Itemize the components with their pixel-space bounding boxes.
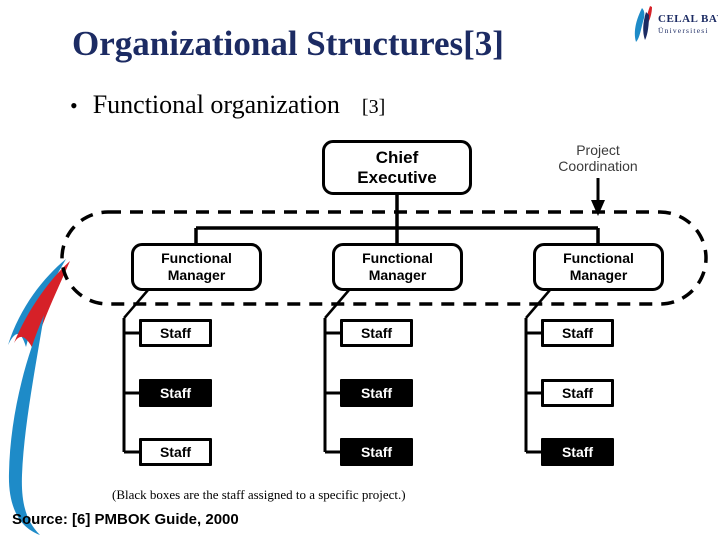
- manager-to-spine-2: [324, 289, 350, 319]
- node-staff-3-1: Staff: [541, 319, 614, 347]
- chief-executive-line1: Chief: [375, 147, 419, 167]
- bullet-list-item: • Functional organization [3]: [70, 90, 385, 122]
- manager-1-line2: Manager: [167, 267, 226, 283]
- university-logo: CELAL BAYAR Üniversitesi: [634, 6, 718, 42]
- staff-label-2-2: Staff: [360, 385, 393, 401]
- staff-label-3-1: Staff: [561, 325, 594, 341]
- staff-label-1-2: Staff: [159, 385, 192, 401]
- staff-label-3-3: Staff: [561, 444, 594, 460]
- staff-label-1-1: Staff: [159, 325, 192, 341]
- manager-2-line1: Functional: [362, 250, 433, 266]
- node-staff-1-1: Staff: [139, 319, 212, 347]
- manager-1-line1: Functional: [161, 250, 232, 266]
- node-chief-executive: Chief Executive: [322, 140, 472, 195]
- bullet-text: Functional organization: [92, 90, 340, 119]
- manager-to-spine-3: [525, 289, 551, 319]
- page-title: Organizational Structures[3]: [72, 24, 504, 63]
- node-staff-2-2: Staff: [340, 379, 413, 407]
- node-staff-2-3: Staff: [340, 438, 413, 466]
- manager-3-line1: Functional: [563, 250, 634, 266]
- node-staff-3-3: Staff: [541, 438, 614, 466]
- node-staff-2-1: Staff: [340, 319, 413, 347]
- node-functional-manager-2: Functional Manager: [332, 243, 463, 291]
- staff-label-2-3: Staff: [360, 444, 393, 460]
- logo-text-line2: Üniversitesi: [658, 26, 709, 35]
- diagram-note: (Black boxes are the staff assigned to a…: [112, 487, 406, 502]
- logo-text-line1: CELAL BAYAR: [658, 13, 718, 25]
- project-coordination-line2: Coordination: [558, 158, 638, 174]
- staff-label-1-3: Staff: [159, 444, 192, 460]
- bullet-marker-icon: •: [70, 93, 78, 118]
- staff-label-2-1: Staff: [360, 325, 393, 341]
- bullet-reference: [3]: [361, 96, 386, 118]
- manager-to-spine-1: [123, 289, 149, 319]
- logo-flame-blue: [634, 8, 645, 42]
- org-chart-diagram: Chief Executive Project Coordination Fun…: [0, 130, 720, 490]
- org-chart-connectors: [60, 178, 708, 454]
- logo-flame-navy: [643, 12, 649, 40]
- manager-2-line2: Manager: [368, 267, 427, 283]
- node-functional-manager-1: Functional Manager: [131, 243, 262, 291]
- manager-3-line2: Manager: [569, 267, 628, 283]
- project-coordination-label: Project Coordination: [544, 142, 652, 174]
- coordination-arrow-head: [591, 200, 605, 216]
- node-staff-3-2: Staff: [541, 379, 614, 407]
- node-staff-1-2: Staff: [139, 379, 212, 407]
- staff-label-3-2: Staff: [561, 385, 594, 401]
- project-coordination-line1: Project: [576, 142, 620, 158]
- project-coordination-boundary: [60, 210, 708, 306]
- node-functional-manager-3: Functional Manager: [533, 243, 664, 291]
- chief-executive-line2: Executive: [357, 167, 437, 187]
- source-citation: Source: [6] PMBOK Guide, 2000: [12, 511, 239, 528]
- node-staff-1-3: Staff: [139, 438, 212, 466]
